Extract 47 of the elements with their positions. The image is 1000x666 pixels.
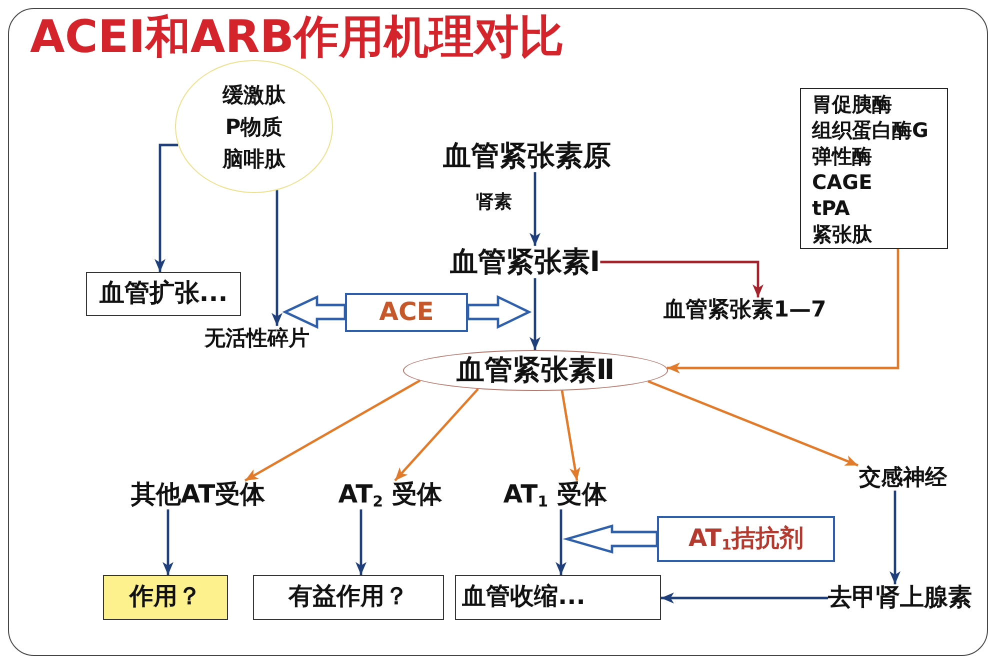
ellipse-node: 血管紧张素Ⅱ — [403, 350, 668, 391]
pathway-label: 无活性碎片 — [204, 326, 310, 350]
arrow — [162, 509, 174, 575]
edge-label: 肾素 — [474, 192, 514, 214]
node-text: 缓激肽 — [222, 82, 286, 108]
pathway-label: 血管紧张素Ⅰ — [450, 246, 600, 278]
list-item: tPA — [812, 194, 850, 220]
arrow — [556, 509, 566, 575]
arrow — [272, 190, 282, 326]
block-arrow — [562, 524, 658, 554]
pathway-label: 血管紧张素1—7 — [664, 297, 826, 323]
node-text: P物质 — [225, 114, 283, 140]
pathway-label: 其他AT受体 — [130, 480, 266, 510]
block-arrow — [282, 295, 346, 329]
arrow — [394, 388, 479, 482]
list-item: 弹性酶 — [812, 142, 872, 168]
drug-box: AT$_{1}$拮抗剂 — [657, 516, 835, 562]
list-item: 紧张肽 — [812, 220, 872, 246]
result-box: 作用？ — [103, 575, 228, 620]
node-text: 脑啡肽 — [222, 146, 286, 172]
arrow — [648, 380, 858, 467]
title: ACEI和ARB作用机理对比 — [30, 10, 564, 64]
result-box: 血管收缩... — [455, 575, 661, 620]
enzyme-box: ACE — [345, 293, 468, 332]
arrow — [560, 390, 580, 481]
result-box: 血管扩张... — [86, 272, 241, 316]
arrow — [661, 592, 828, 604]
pathway-label: AT$_{2}$ 受体 — [338, 480, 442, 510]
list-item: 胃促胰酶 — [812, 90, 892, 116]
block-arrow — [466, 295, 532, 329]
pathway-label: 交感神经 — [859, 465, 947, 491]
arrow — [356, 509, 366, 575]
pathway-label: 血管紧张素原 — [443, 140, 611, 172]
arrow — [600, 260, 764, 298]
pathway-label: 去甲肾上腺素 — [828, 584, 972, 612]
list-item: CAGE — [812, 168, 872, 194]
pathway-label: AT$_{1}$ 受体 — [503, 480, 607, 510]
arrow — [667, 249, 900, 374]
result-box: 有益作用？ — [253, 575, 444, 620]
arrow — [890, 490, 900, 584]
list-item: 组织蛋白酶G — [812, 116, 928, 142]
arrow — [530, 278, 540, 350]
arrow — [530, 172, 540, 246]
arrow — [154, 144, 178, 272]
circle-node — [175, 60, 333, 193]
list-box — [800, 88, 948, 249]
arrow — [244, 379, 421, 482]
